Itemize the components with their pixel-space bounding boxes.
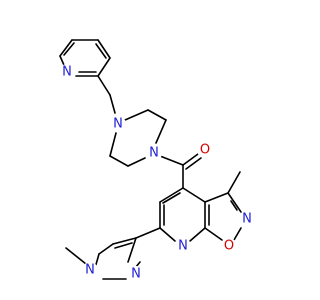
atom-n-pyridine: N [59, 64, 75, 80]
n-methyl-bond [65, 247, 87, 265]
atom-n-piperazine-top: N [110, 116, 126, 132]
isoxazole-ring [204, 192, 242, 241]
amide-bond [159, 155, 184, 166]
atom-n-pyridine-fused: N [175, 238, 191, 254]
pyrazole-link-bond [135, 227, 161, 239]
pyrazole-ring [94, 237, 141, 280]
atom-label-o-carbonyl: O [200, 143, 210, 158]
atom-label-n-pyrazole-2: N [131, 267, 141, 282]
atom-label-n-piperazine-amide: N [149, 146, 159, 161]
pyridine-fused-ring [159, 187, 210, 242]
methyl-bond [227, 171, 241, 194]
atom-label-n-pyridine: N [62, 65, 72, 80]
carbonyl-double-bond [182, 153, 202, 170]
methylene-to-piperazine-bond [109, 94, 116, 114]
atom-label-n-pyrazole-1: N [85, 263, 95, 278]
atom-label-n-piperazine-top: N [113, 117, 123, 132]
piperazine-ring [109, 109, 167, 167]
atom-label-o-isoxazole: O [224, 239, 234, 254]
atom-n-isoxazole: N [239, 211, 255, 227]
atom-label-n-isoxazole: N [242, 212, 252, 227]
atom-n-pyrazole-2: N [128, 266, 144, 282]
molecule-structure-diagram: N N N O N O N N N [59, 39, 255, 282]
atom-o-carbonyl: O [197, 142, 213, 158]
pyridine-ring [59, 39, 111, 77]
atom-n-piperazine-amide: N [146, 145, 162, 161]
atom-label-n-pyridine-fused: N [178, 239, 188, 254]
atom-n-pyrazole-1: N [82, 262, 98, 278]
atom-o-isoxazole: O [221, 238, 237, 254]
methylene-bond [97, 75, 111, 96]
